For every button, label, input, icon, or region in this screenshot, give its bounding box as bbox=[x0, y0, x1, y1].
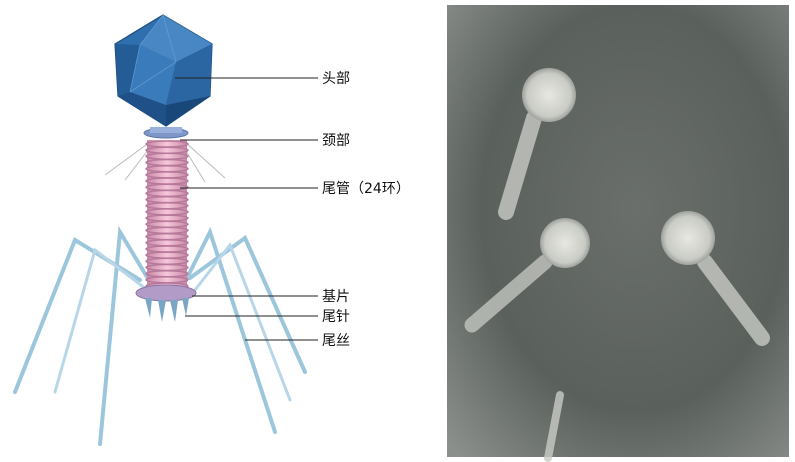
base-plate bbox=[135, 284, 197, 322]
micrograph-phage-4-partial bbox=[544, 391, 564, 462]
phage-model: 头部 颈部 尾管（24环） 基片 尾针 尾丝 bbox=[13, 14, 410, 446]
micrograph-phage-1 bbox=[498, 68, 576, 220]
micrograph-phage-3 bbox=[661, 211, 770, 346]
label-tail-sheath: 尾管（24环） bbox=[322, 181, 410, 197]
leader-lines bbox=[175, 77, 318, 341]
electron-micrograph bbox=[447, 5, 789, 462]
neck-collar bbox=[143, 127, 189, 139]
label-tail-fibers: 尾丝 bbox=[322, 333, 350, 349]
micrograph-phage-2 bbox=[464, 218, 590, 333]
label-tail-pins: 尾针 bbox=[322, 309, 350, 325]
capsid-head bbox=[114, 14, 213, 127]
label-head: 头部 bbox=[322, 71, 350, 87]
label-neck: 颈部 bbox=[322, 133, 350, 149]
label-base-plate: 基片 bbox=[322, 288, 350, 305]
tail-fibers bbox=[13, 225, 307, 446]
tail-sheath bbox=[145, 140, 189, 290]
